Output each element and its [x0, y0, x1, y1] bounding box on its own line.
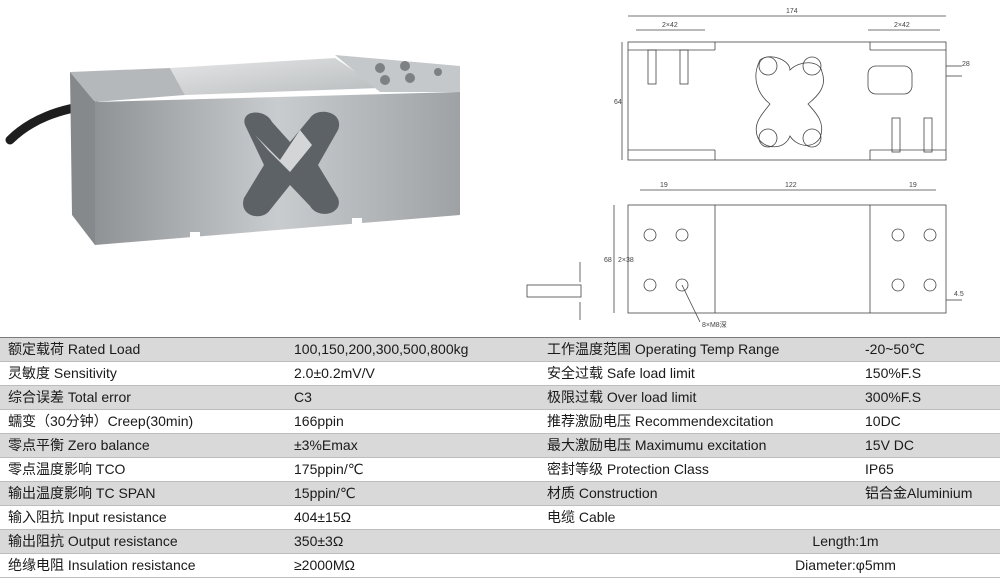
top-overall-dim: 174 — [786, 8, 798, 15]
spec-label: 材质 Construction — [539, 481, 857, 506]
spec-value: 2.0±0.2mV/V — [286, 361, 539, 386]
plan-pitch-dim: 2×38 — [618, 257, 634, 264]
product-drawing: 174 2×42 2×42 64 28 19 122 19 68 2×38 8×… — [5, 8, 970, 329]
top-right-holes-dim: 2×42 — [894, 22, 910, 29]
load-cell-photo — [5, 55, 460, 245]
plan-spacing-dim: 122 — [785, 182, 797, 189]
plan-thread-callout: 8×M8深 — [702, 320, 727, 329]
plan-left-dim: 19 — [660, 182, 668, 189]
spec-label: 输出温度影响 TC SPAN — [0, 481, 286, 506]
spec-value: ≥2000MΩ — [286, 553, 539, 578]
spec-label: 最大激励电压 Maximumu excitation — [539, 433, 857, 458]
spec-value: 166ppin — [286, 409, 539, 434]
top-cable-dim: 28 — [962, 61, 970, 68]
spec-value: 10DC — [857, 409, 1000, 434]
spec-value: 350±3Ω — [286, 529, 539, 554]
plan-right-dim: 19 — [909, 182, 917, 189]
spec-label: 绝缘电阻 Insulation resistance — [0, 553, 286, 578]
plan-view-drawing — [526, 189, 962, 323]
spec-value — [857, 505, 1000, 530]
spec-cable-detail: Length:1m — [539, 529, 1000, 554]
top-left-holes-dim: 2×42 — [662, 22, 678, 29]
spec-value: 404±15Ω — [286, 505, 539, 530]
spec-label: 密封等级 Protection Class — [539, 457, 857, 482]
spec-label: 工作温度范围 Operating Temp Range — [539, 337, 857, 362]
top-height-dim: 64 — [614, 99, 622, 106]
spec-value: 15V DC — [857, 433, 1000, 458]
spec-value: -20~50℃ — [857, 337, 1000, 362]
spec-value: 15ppin/℃ — [286, 481, 539, 506]
drawing-area: 174 2×42 2×42 64 28 19 122 19 68 2×38 8×… — [5, 8, 970, 329]
spec-value: IP65 — [857, 457, 1000, 482]
spec-value: 100,150,200,300,500,800kg — [286, 337, 539, 362]
spec-label: 蠕变（30分钟）Creep(30min) — [0, 409, 286, 434]
spec-value: 铝合金Aluminium — [857, 481, 1000, 506]
spec-label: 额定载荷 Rated Load — [0, 337, 286, 362]
spec-value: 150%F.S — [857, 361, 1000, 386]
spec-label: 电缆 Cable — [539, 505, 857, 530]
spec-label: 零点平衡 Zero balance — [0, 433, 286, 458]
spec-label: 推荐激励电压 Recommendexcitation — [539, 409, 857, 434]
spec-cable-detail: Diameter:φ5mm — [539, 553, 1000, 578]
spec-value: ±3%Emax — [286, 433, 539, 458]
plan-cable-dim: 4.5 — [954, 291, 964, 298]
plan-width-dim: 68 — [604, 257, 612, 264]
spec-value: C3 — [286, 385, 539, 410]
spec-label: 极限过载 Over load limit — [539, 385, 857, 410]
spec-label: 输入阻抗 Input resistance — [0, 505, 286, 530]
spec-value: 300%F.S — [857, 385, 1000, 410]
spec-label: 零点温度影响 TCO — [0, 457, 286, 482]
spec-label: 灵敏度 Sensitivity — [0, 361, 286, 386]
spec-value: 175ppin/℃ — [286, 457, 539, 482]
spec-label: 综合误差 Total error — [0, 385, 286, 410]
top-view-drawing — [621, 15, 962, 161]
spec-label: 安全过载 Safe load limit — [539, 361, 857, 386]
spec-label: 输出阻抗 Output resistance — [0, 529, 286, 554]
